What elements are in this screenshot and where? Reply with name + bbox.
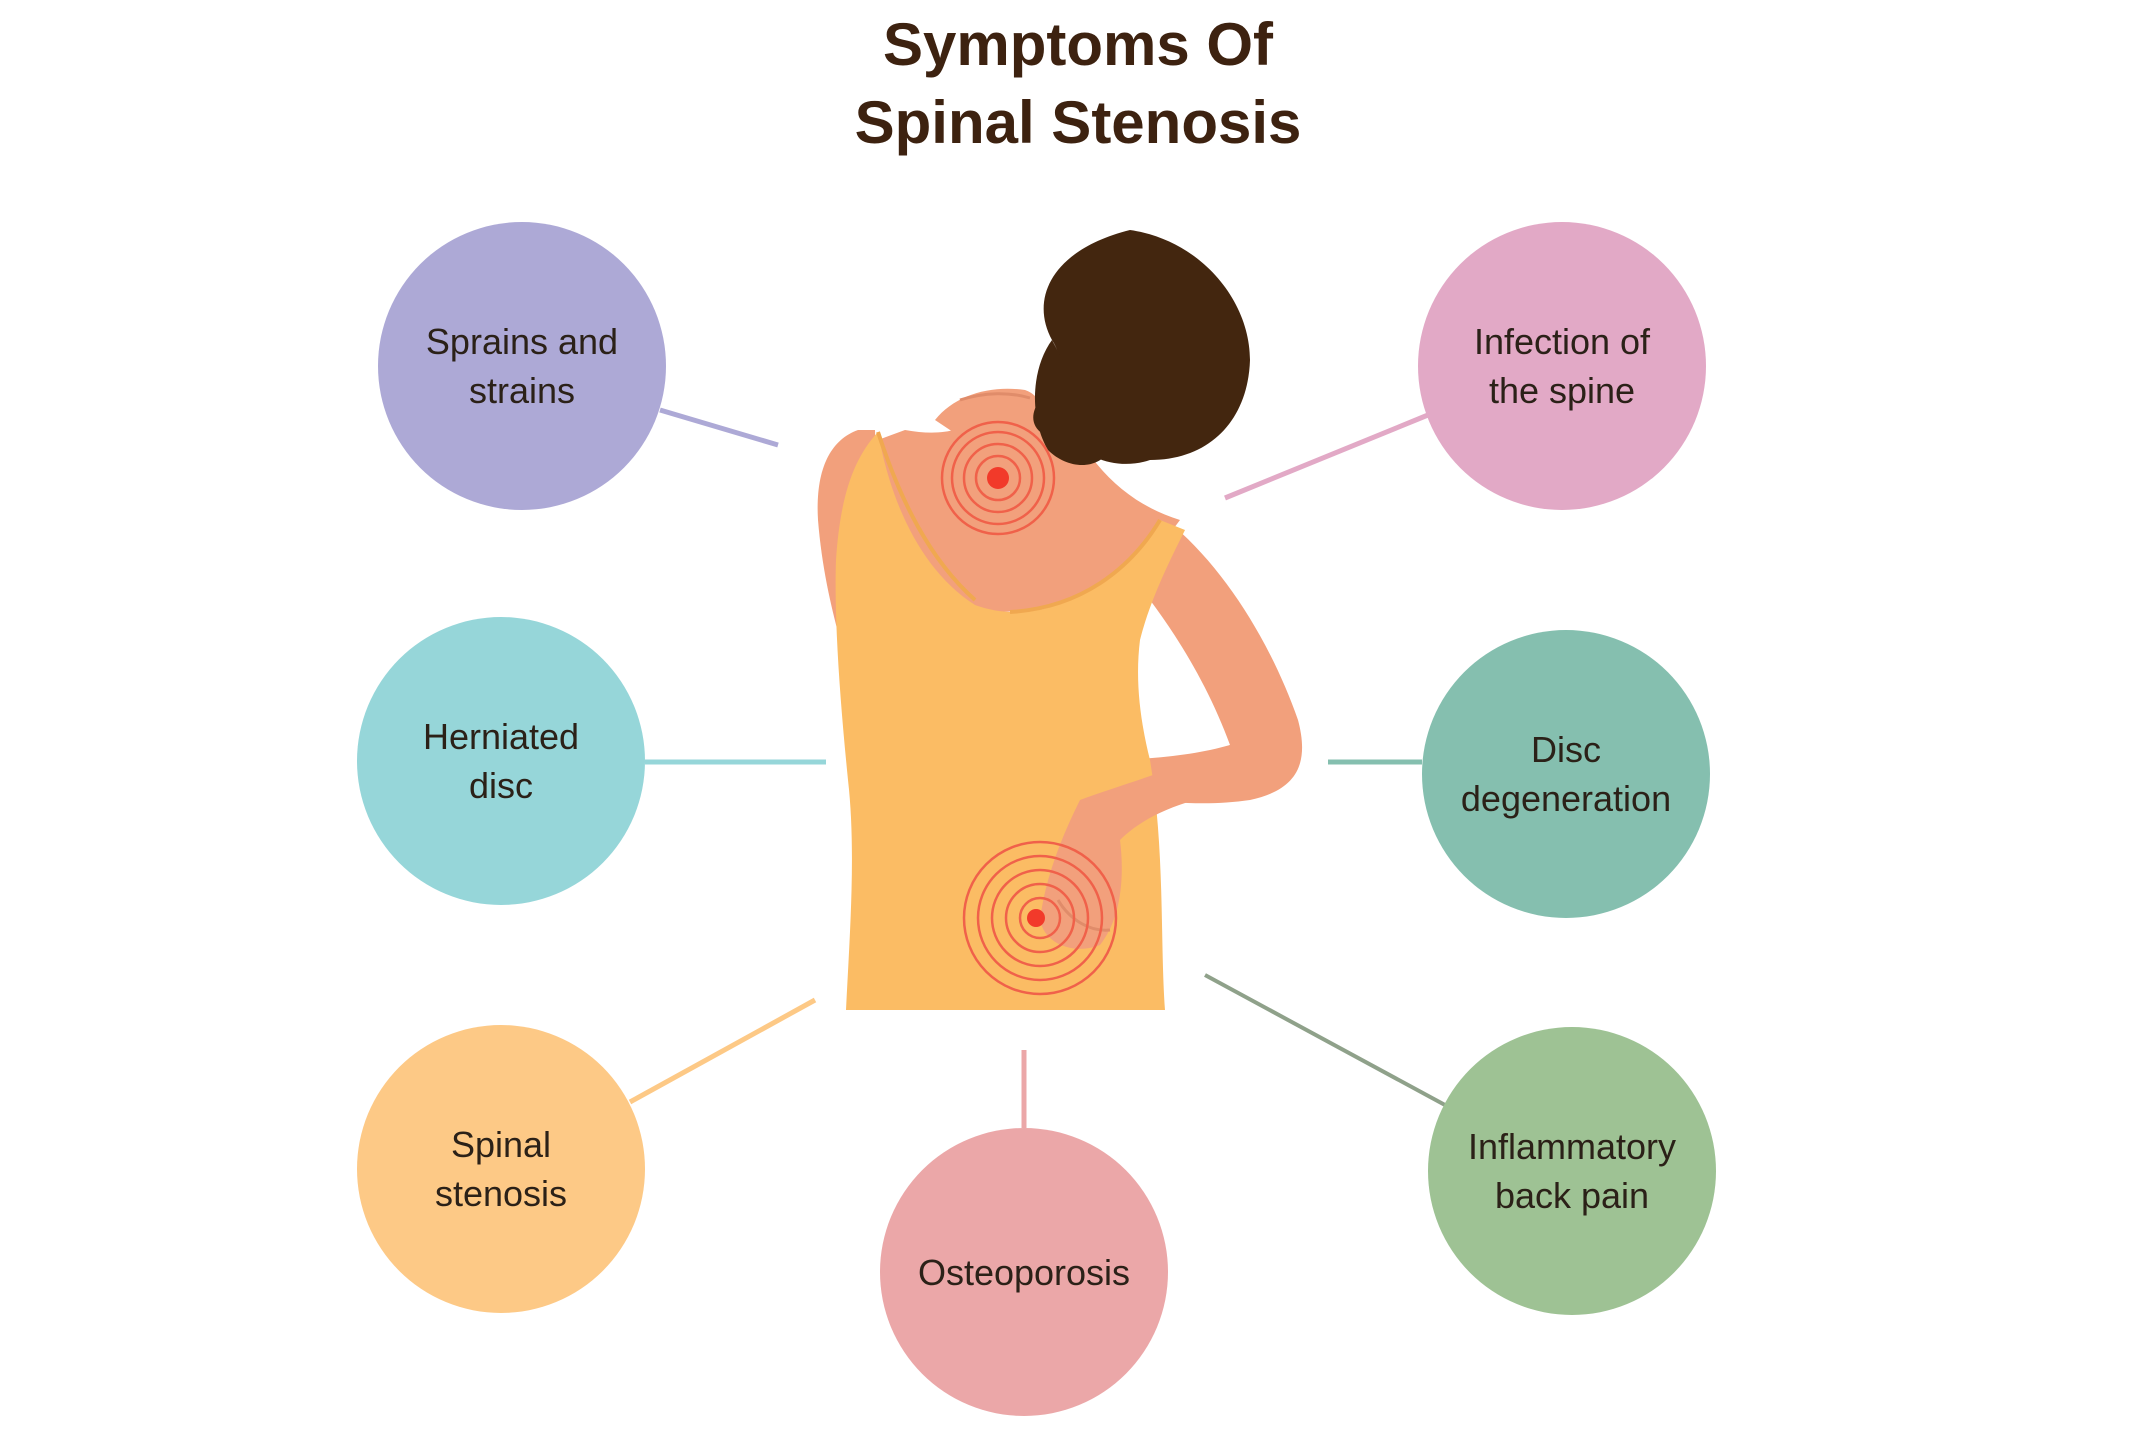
symptom-inflammatory-back-pain: Inflammatory back pain xyxy=(1428,1027,1716,1315)
symptom-label-line-1: Spinal xyxy=(450,1124,552,1165)
neck-pain-dot xyxy=(987,467,1009,489)
symptom-sprains-strains: Sprains and strains xyxy=(378,222,666,510)
symptom-label-line-1: Osteoporosis xyxy=(917,1251,1131,1293)
connector-infection xyxy=(1224,412,1429,501)
symptom-disc-degeneration: Disc degeneration xyxy=(1422,630,1710,918)
symptom-herniated-disc: Herniated disc xyxy=(357,617,645,905)
symptom-label-line-1: Inflammatory xyxy=(1467,1126,1677,1167)
woman-figure xyxy=(817,230,1303,1010)
symptom-label-line-1: Herniated xyxy=(422,716,580,757)
symptom-label-line-2: disc xyxy=(468,765,534,806)
symptom-spinal-stenosis: Spinal stenosis xyxy=(357,1025,645,1313)
symptom-label-line-1: Sprains and xyxy=(425,321,619,362)
connector-inflammatory xyxy=(1204,973,1446,1107)
symptom-osteoporosis: Osteoporosis xyxy=(880,1128,1168,1416)
lower-back-pain-marker xyxy=(962,840,1118,996)
symptom-label-line-2: degeneration xyxy=(1460,778,1672,819)
title-line-1: Symptoms Of xyxy=(882,11,1274,78)
connector-sprains xyxy=(659,407,779,448)
symptom-label-line-2: back pain xyxy=(1494,1175,1650,1216)
symptom-label-line-1: Disc xyxy=(1531,729,1601,770)
neck-pain-marker xyxy=(940,420,1056,536)
symptom-label-line-2: the spine xyxy=(1488,370,1636,411)
symptom-label-line-1: Infection of xyxy=(1473,321,1651,362)
symptom-label-line-2: strains xyxy=(468,370,576,411)
symptom-label-line-2: stenosis xyxy=(434,1173,568,1214)
title-line-2: Spinal Stenosis xyxy=(854,89,1302,156)
connector-stenosis xyxy=(628,997,817,1105)
symptom-infection-spine: Infection of the spine xyxy=(1418,222,1706,510)
lower-back-pain-dot xyxy=(1027,909,1045,927)
